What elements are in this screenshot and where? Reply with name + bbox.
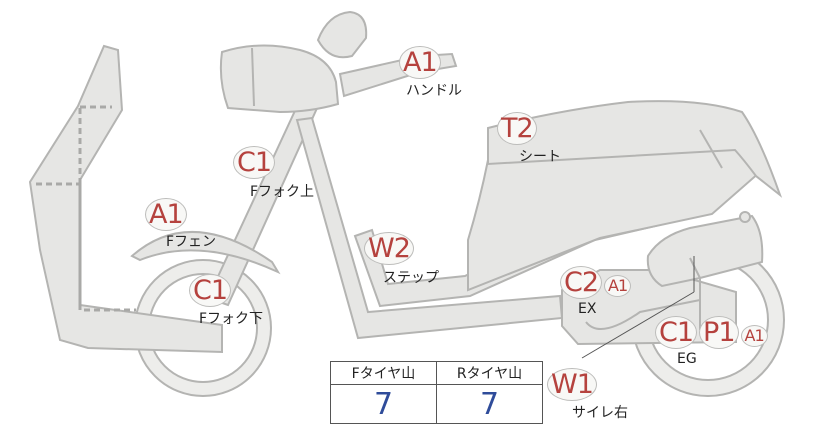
rear-tread-value: 7 [436,384,543,424]
fork-upper-label: Fフォク上 [250,184,315,200]
handle-code: A1 [399,46,441,79]
floor-frame [295,116,564,340]
seat-badge[interactable]: T2 [497,112,537,145]
handle-label: ハンドル [406,83,462,99]
step-badge[interactable]: W2 [364,232,414,265]
fender-badge[interactable]: A1 [145,198,187,231]
fork-upper-code: C1 [233,146,276,179]
mirror [316,10,368,59]
front-fender [130,230,281,275]
tire-tread-table: Fタイヤ山 Rタイヤ山 7 7 [330,361,543,424]
seat-label: シート [519,149,561,165]
seat-shape [487,100,783,198]
rear-body [467,146,762,292]
step-label: ステップ [383,270,439,286]
fork-lower-label: Fフォク下 [199,311,264,327]
rear-tread-header: Rタイヤ山 [436,361,543,385]
side-right-label: サイレ右 [572,405,628,421]
step-code: W2 [364,232,414,265]
fork-lower-badge[interactable]: C1 [189,274,232,307]
exhaust-label: EX [578,301,597,317]
engine-badge[interactable]: C1 P1 A1 [655,316,768,349]
engine-code-2: P1 [699,316,739,349]
seat-code: T2 [497,112,537,145]
side-right-badge[interactable]: W1 [547,368,597,401]
engine-code: C1 [655,316,698,349]
headlight [219,44,340,114]
exhaust-sub-code: A1 [604,275,632,297]
front-shield [28,44,223,354]
engine-label: EG [677,351,697,367]
handle-badge[interactable]: A1 [399,46,441,79]
fork-upper-badge[interactable]: C1 [233,146,276,179]
front-tread-header: Fタイヤ山 [330,361,437,385]
engine-sub-code: A1 [740,325,768,347]
fender-code: A1 [145,198,187,231]
exhaust-code: C2 [560,266,603,299]
fender-label: Fフェン [166,234,217,250]
front-tread-value: 7 [330,384,437,424]
side-right-code: W1 [547,368,597,401]
fork-lower-code: C1 [189,274,232,307]
exhaust-badge[interactable]: C2 A1 [560,266,632,299]
air-box [646,214,764,288]
